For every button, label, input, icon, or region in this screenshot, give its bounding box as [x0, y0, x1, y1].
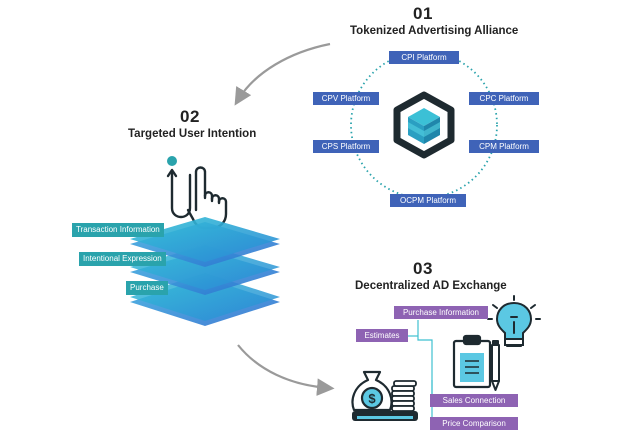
- section1-title: Tokenized Advertising Alliance: [350, 25, 519, 37]
- cpi-platform-tag: CPI Platform: [389, 51, 459, 64]
- section3-number: 03: [413, 259, 433, 278]
- transaction-information-tag: Transaction Information: [72, 223, 164, 237]
- arrow-01-to-02: [234, 42, 331, 106]
- cpm-platform-tag: CPM Platform: [469, 140, 539, 153]
- sales-connection-tag: Sales Connection: [430, 394, 518, 407]
- cpc-platform-tag: CPC Platform: [469, 92, 539, 105]
- purchase-information-tag: Purchase Information: [394, 306, 488, 319]
- ocpm-platform-tag: OCPM Platform: [390, 194, 466, 207]
- arrow-02-to-03: [237, 344, 335, 396]
- hand-pointer-icon: [166, 156, 228, 230]
- purchase-tag: Purchase: [126, 281, 168, 295]
- section3-title: Decentralized AD Exchange: [355, 280, 507, 292]
- section2-number: 02: [180, 107, 200, 126]
- section2-title: Targeted User Intention: [128, 128, 257, 140]
- money-bag-icon: $: [351, 370, 393, 412]
- svg-text:$: $: [368, 391, 376, 406]
- pencil-icon: [491, 340, 500, 391]
- tray-base: [352, 411, 418, 421]
- lightbulb-icon: [487, 295, 541, 347]
- intentional-expression-tag: Intentional Expression: [79, 252, 166, 266]
- estimates-tag: Estimates: [356, 329, 408, 342]
- clipboard-icon: [452, 334, 492, 389]
- price-comparison-tag: Price Comparison: [430, 417, 518, 430]
- section1-number: 01: [413, 4, 433, 23]
- hexagon-logo-icon: [393, 91, 455, 159]
- cps-platform-tag: CPS Platform: [313, 140, 379, 153]
- cpv-platform-tag: CPV Platform: [313, 92, 379, 105]
- coin-stack-icon: [391, 380, 417, 412]
